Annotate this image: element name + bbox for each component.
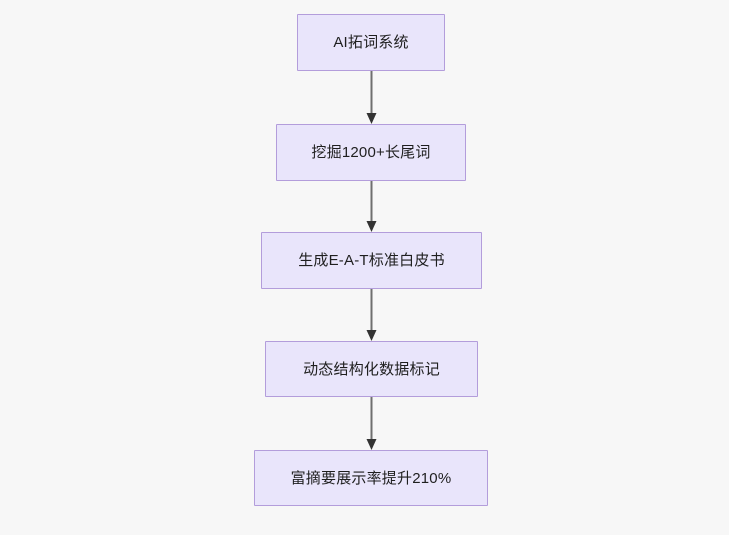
edge-n2-n3	[366, 181, 377, 232]
edge-n3-n4	[366, 289, 377, 341]
node-label: 挖掘1200+长尾词	[311, 144, 431, 161]
edge-n1-n2	[366, 71, 377, 124]
flowchart-node-generate-eat-whitepaper[interactable]: 生成E-A-T标准白皮书	[261, 232, 482, 289]
flowchart-node-ai-keyword-system[interactable]: AI拓词系统	[297, 14, 445, 71]
node-label: 富摘要展示率提升210%	[290, 469, 452, 487]
node-label: 动态结构化数据标记	[303, 360, 440, 378]
flowchart-node-rich-snippet-rate-increase[interactable]: 富摘要展示率提升210%	[254, 450, 488, 506]
node-label: AI拓词系统	[333, 34, 409, 51]
flowchart-node-mine-longtail-keywords[interactable]: 挖掘1200+长尾词	[276, 124, 466, 181]
flowchart-node-dynamic-structured-data-markup[interactable]: 动态结构化数据标记	[265, 341, 478, 397]
node-label: 生成E-A-T标准白皮书	[298, 252, 445, 269]
edge-n4-n5	[366, 397, 377, 450]
